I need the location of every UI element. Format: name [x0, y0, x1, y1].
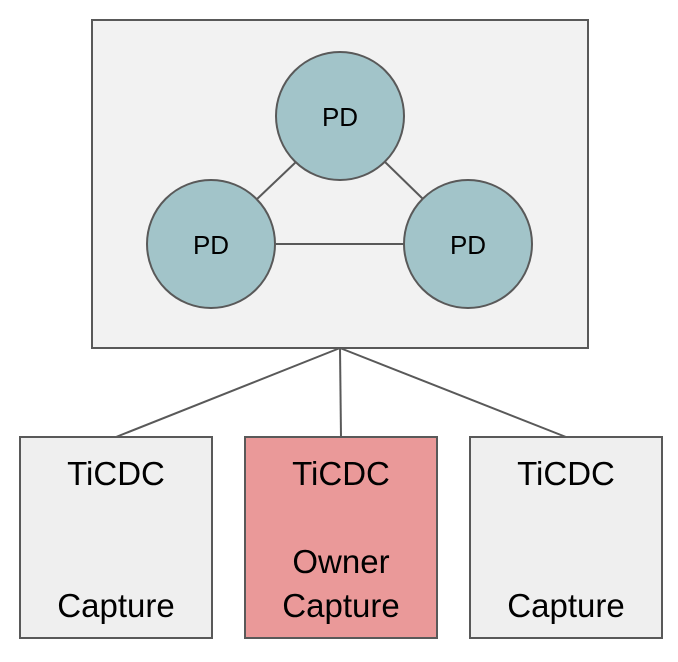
- pd-node-circle: [146, 179, 276, 309]
- capture-owner-label: Owner: [292, 543, 389, 580]
- pd-node-top: PD: [275, 51, 405, 181]
- capture-box-rect: [19, 436, 213, 639]
- pd-node-left: PD: [146, 179, 276, 309]
- capture-box-rect: [469, 436, 663, 639]
- capture-title: TiCDC: [517, 455, 615, 492]
- pd-node-circle: [275, 51, 405, 181]
- pd-node-label: PD: [193, 230, 229, 260]
- capture-box-3: TiCDC Capture: [469, 436, 663, 639]
- capture-title: TiCDC: [292, 455, 390, 492]
- link-cluster-capture-1: [115, 347, 341, 438]
- capture-role-label: Capture: [57, 587, 174, 624]
- link-cluster-capture-2: [339, 347, 342, 438]
- link-cluster-capture-3: [339, 347, 567, 438]
- pd-link-top-right: [383, 160, 425, 201]
- capture-title: TiCDC: [67, 455, 165, 492]
- pd-node-label: PD: [322, 102, 358, 132]
- capture-role-label: Capture: [507, 587, 624, 624]
- pd-node-right: PD: [403, 179, 533, 309]
- capture-role-label: Capture: [282, 587, 399, 624]
- capture-box-owner: TiCDC Owner Capture: [244, 436, 438, 639]
- pd-link-top-left: [255, 160, 298, 201]
- pd-node-circle: [403, 179, 533, 309]
- pd-node-label: PD: [450, 230, 486, 260]
- capture-box-rect: [244, 436, 438, 639]
- capture-box-1: TiCDC Capture: [19, 436, 213, 639]
